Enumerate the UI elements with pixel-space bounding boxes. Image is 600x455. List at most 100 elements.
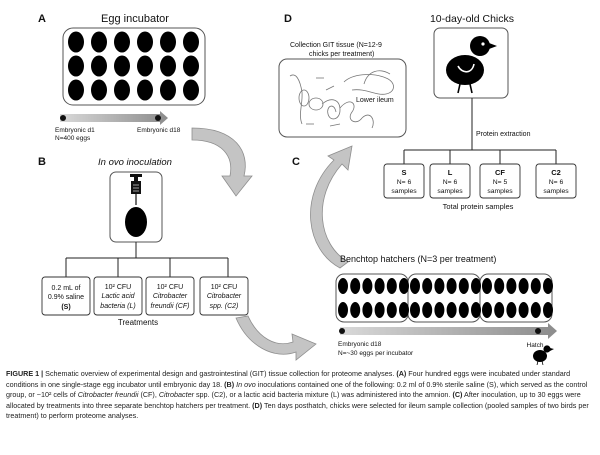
timeline-a-arrow <box>60 111 168 125</box>
egg <box>410 302 420 318</box>
egg <box>399 302 409 318</box>
svg-text:CF: CF <box>495 168 505 177</box>
egg <box>399 278 409 294</box>
egg <box>91 79 107 101</box>
timeline-c-start-n: N=~30 eggs per incubator <box>338 350 414 357</box>
egg <box>183 31 199 53</box>
egg <box>68 55 84 77</box>
egg <box>506 302 517 318</box>
egg <box>114 79 130 101</box>
timeline-a-start-dot <box>60 115 66 121</box>
svg-text:freundii (CF): freundii (CF) <box>151 303 190 310</box>
egg <box>183 55 199 77</box>
caption-label: FIGURE 1 | <box>6 369 44 378</box>
figure-caption: FIGURE 1 | Schematic overview of experim… <box>6 369 589 421</box>
timeline-a-start-label: Embryonic d1 <box>55 127 95 134</box>
svg-text:C2: C2 <box>551 168 561 177</box>
timeline-a-end-dot <box>155 115 161 121</box>
egg <box>458 278 469 294</box>
figure-diagram: A Egg incubator Embryonic d1 N=400 eggs … <box>38 13 577 365</box>
svg-text:samples: samples <box>437 188 463 195</box>
egg <box>458 302 469 318</box>
egg <box>160 31 176 53</box>
svg-text:N= 6: N= 6 <box>549 179 564 186</box>
svg-text:Citrobacter: Citrobacter <box>207 293 242 300</box>
egg <box>471 302 481 318</box>
arrow-c-to-d <box>310 145 353 269</box>
protein-tree <box>403 98 557 164</box>
egg <box>137 79 153 101</box>
treatment-cf: 10² CFU Citrobacter freundii (CF) <box>145 276 195 316</box>
egg <box>350 302 361 318</box>
svg-text:N= 6: N= 6 <box>443 179 458 186</box>
egg <box>543 278 553 294</box>
egg <box>114 55 130 77</box>
timeline-c-arrow <box>340 323 557 339</box>
timeline-c-start-dot <box>339 328 345 334</box>
svg-text:samples: samples <box>543 188 569 195</box>
svg-text:(S): (S) <box>61 304 70 311</box>
egg <box>482 302 492 318</box>
git-title-1: Collection GIT tissue (N=12-9 <box>290 42 382 49</box>
panel-d-letter: D <box>284 13 292 25</box>
egg <box>338 302 348 318</box>
sample-box-c2: C2 N= 6 samples <box>535 163 577 199</box>
hatcher-eggs <box>338 278 553 318</box>
egg <box>446 302 457 318</box>
egg <box>422 278 433 294</box>
egg <box>68 31 84 53</box>
egg <box>434 302 445 318</box>
total-protein-label: Total protein samples <box>443 202 514 211</box>
egg <box>137 31 153 53</box>
svg-text:N= 6: N= 6 <box>397 179 412 186</box>
panel-c-title: Benchtop hatchers (N=3 per treatment) <box>340 254 496 264</box>
svg-text:spp. (C2): spp. (C2) <box>210 303 239 310</box>
egg <box>530 302 541 318</box>
hatched-chick-icon <box>533 345 554 365</box>
panel-c-letter: C <box>292 156 300 168</box>
svg-text:L: L <box>448 168 453 177</box>
treatments-label: Treatments <box>118 318 158 327</box>
egg <box>374 278 385 294</box>
egg <box>114 31 130 53</box>
egg <box>137 55 153 77</box>
egg <box>543 302 553 318</box>
git-title-2: chicks per treatment) <box>309 51 374 58</box>
syringe-icon <box>130 174 142 205</box>
egg <box>506 278 517 294</box>
treatment-l: 10² CFU Lactic acid bacteria (L) <box>93 276 143 316</box>
egg <box>434 278 445 294</box>
egg <box>362 278 373 294</box>
arrow-b-to-c <box>235 315 317 361</box>
treatment-s: 0.2 mL of 0.9% saline (S) <box>41 276 91 316</box>
treatment-c2: 10² CFU Citrobacter spp. (C2) <box>199 276 249 316</box>
gi-tract-illustration <box>289 70 394 129</box>
egg-incubator-eggs <box>68 31 199 101</box>
egg <box>68 79 84 101</box>
arrow-a-to-b <box>191 127 253 197</box>
egg <box>374 302 385 318</box>
sample-box-s: S N= 6 samples <box>383 163 425 199</box>
svg-text:samples: samples <box>391 188 417 195</box>
panel-a-letter: A <box>38 13 46 25</box>
egg <box>160 55 176 77</box>
lower-ileum-label: Lower ileum <box>356 97 394 104</box>
egg <box>482 278 492 294</box>
egg <box>160 79 176 101</box>
timeline-a-end-label: Embryonic d18 <box>137 127 181 134</box>
egg <box>91 31 107 53</box>
treatment-tree <box>65 242 229 277</box>
egg <box>362 302 373 318</box>
protein-extraction-label: Protein extraction <box>476 131 531 138</box>
sample-box-cf: CF N= 5 samples <box>479 163 521 199</box>
panel-d-title: 10-day-old Chicks <box>430 13 514 25</box>
chick-icon <box>446 36 497 94</box>
timeline-c-start-label: Embryonic d18 <box>338 341 382 348</box>
panel-b-letter: B <box>38 156 46 168</box>
egg <box>494 302 505 318</box>
egg <box>530 278 541 294</box>
egg <box>386 278 397 294</box>
svg-text:10² CFU: 10² CFU <box>157 284 183 291</box>
svg-text:0.9% saline: 0.9% saline <box>48 294 84 301</box>
egg <box>518 278 529 294</box>
